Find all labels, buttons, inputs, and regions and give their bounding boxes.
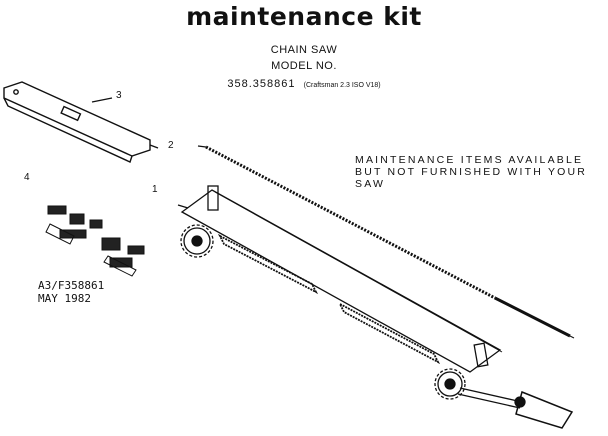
part-1-chain-kit <box>177 185 574 429</box>
part-label-1: 1 <box>152 184 158 195</box>
part-label-2: 2 <box>168 140 174 151</box>
part-4-tool <box>45 205 145 277</box>
maintenance-note: MAINTENANCE ITEMS AVAILABLE BUT NOT FURN… <box>355 154 587 190</box>
note-line-3: SAW <box>355 178 386 190</box>
reference-date: MAY 1982 <box>38 292 91 305</box>
model-number-line: 358.358861 (Craftsman 2.3 ISO V18) <box>0 78 608 90</box>
model-note: (Craftsman 2.3 ISO V18) <box>303 82 381 89</box>
reference-block: A3/F358861 MAY 1982 <box>38 279 104 305</box>
part-2-file <box>197 145 575 339</box>
part-label-4: 4 <box>24 172 30 183</box>
part-3-bar <box>3 81 159 163</box>
part-label-3: 3 <box>116 90 122 101</box>
header-chain-saw: CHAIN SAW <box>270 44 338 56</box>
note-line-1: MAINTENANCE ITEMS AVAILABLE <box>355 154 584 166</box>
note-line-2: BUT NOT FURNISHED WITH YOUR <box>355 166 588 178</box>
header-model-no: MODEL NO. <box>271 60 337 72</box>
reference-code: A3/F358861 <box>38 279 105 292</box>
page-title: maintenance kit <box>186 2 422 31</box>
model-number: 358.358861 <box>227 78 296 90</box>
